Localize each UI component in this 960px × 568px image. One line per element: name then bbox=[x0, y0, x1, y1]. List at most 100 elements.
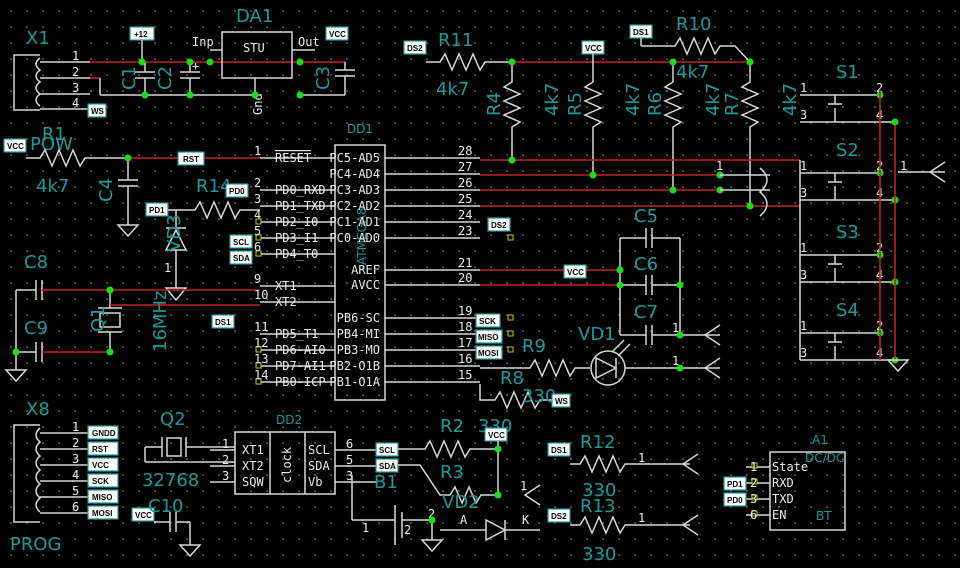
capacitor-c9[interactable] bbox=[16, 342, 110, 362]
resistor-r9[interactable] bbox=[480, 358, 590, 378]
resistor-r5[interactable] bbox=[583, 78, 603, 175]
svg-text:SCK: SCK bbox=[92, 477, 109, 486]
tag-scl[interactable]: SCL bbox=[229, 234, 253, 249]
tag-ds1[interactable]: DS1 bbox=[629, 24, 653, 39]
c10-label: C10 bbox=[148, 496, 183, 517]
tag-vcc[interactable]: VCC bbox=[484, 427, 508, 442]
diode-vd2[interactable] bbox=[440, 518, 540, 542]
vd2-label: VD2 bbox=[442, 492, 480, 513]
tag-sda[interactable]: SDA bbox=[229, 250, 253, 265]
tag-miso[interactable]: MISO bbox=[87, 489, 119, 504]
tag-ds2[interactable]: DS2 bbox=[487, 217, 511, 232]
r4-value: 4k7 bbox=[542, 83, 563, 116]
svg-text:PD1: PD1 bbox=[727, 480, 743, 489]
tag-ds1[interactable]: DS1 bbox=[211, 314, 235, 329]
dd2-body: clock bbox=[280, 446, 294, 483]
tag-ds1[interactable]: DS1 bbox=[547, 442, 571, 457]
capacitor-c8[interactable] bbox=[16, 280, 260, 300]
tag-ws[interactable]: WS bbox=[551, 393, 571, 408]
resistor-r6[interactable] bbox=[663, 62, 683, 190]
tag-gndd[interactable]: GNDD bbox=[87, 425, 119, 440]
regulator-da1[interactable]: DA1 STU Inp Out Gnd bbox=[192, 6, 320, 115]
resistor-r14[interactable] bbox=[168, 200, 260, 220]
r10-label: R10 bbox=[676, 14, 711, 35]
resistor-r7[interactable] bbox=[740, 62, 760, 206]
r8-label: R8 bbox=[500, 368, 524, 389]
tag-mosi[interactable]: MOSI bbox=[475, 345, 503, 360]
led-vd1[interactable] bbox=[590, 339, 720, 386]
resistor-r11[interactable] bbox=[426, 52, 512, 72]
tag-sck[interactable]: SCK bbox=[87, 473, 119, 488]
capacitor-c10[interactable] bbox=[154, 512, 202, 558]
resistor-r13[interactable] bbox=[570, 515, 690, 535]
dd1-pin-5-num: 5 bbox=[254, 224, 261, 238]
tag-sda[interactable]: SDA bbox=[375, 458, 399, 473]
dd2-pin-name: SQW bbox=[242, 475, 264, 489]
r13-label: R13 bbox=[580, 496, 615, 517]
capacitor-c5[interactable] bbox=[620, 228, 680, 248]
tag-ws[interactable]: WS bbox=[87, 103, 107, 118]
pin-num: 4 bbox=[72, 96, 79, 110]
q2-label: Q2 bbox=[160, 409, 186, 430]
tag-miso[interactable]: MISO bbox=[475, 329, 503, 344]
tag-pd0[interactable]: PD0 bbox=[225, 183, 249, 198]
tag-pd1[interactable]: PD1 bbox=[723, 476, 747, 491]
resistor-r1[interactable] bbox=[26, 148, 130, 168]
dd1-pin-21-name: AREF bbox=[351, 263, 380, 277]
resistor-r3[interactable] bbox=[398, 464, 498, 505]
dd2-label: DD2 bbox=[276, 413, 302, 427]
tag-pd1[interactable]: PD1 bbox=[145, 202, 169, 217]
da1-pin-gnd: Gnd bbox=[251, 93, 265, 115]
capacitor-c4[interactable] bbox=[116, 158, 140, 238]
tag-rst[interactable]: RST bbox=[87, 441, 119, 456]
tag-vcc[interactable]: VCC bbox=[581, 40, 605, 55]
crystal-q2[interactable] bbox=[144, 437, 235, 463]
tag-rst[interactable]: RST bbox=[177, 151, 205, 166]
pin-num: 4 bbox=[72, 468, 79, 482]
resistor-r10[interactable] bbox=[665, 36, 751, 63]
resistor-r4[interactable] bbox=[502, 62, 522, 160]
pin-marker bbox=[507, 314, 514, 321]
pin-num: 1 bbox=[672, 354, 679, 368]
tag-scl[interactable]: SCL bbox=[375, 442, 399, 457]
tag-vcc[interactable]: VCC bbox=[563, 264, 587, 279]
tag-vcc[interactable]: VCC bbox=[325, 26, 349, 41]
connector-x1[interactable]: X1 1 2 3 4 bbox=[13, 28, 90, 111]
pin-num: 2 bbox=[72, 65, 79, 79]
r13-value: 330 bbox=[582, 544, 616, 565]
tag-ds2[interactable]: DS2 bbox=[403, 40, 427, 55]
capacitor-c6[interactable] bbox=[620, 275, 680, 295]
dd1-pin-26-name: PC3-AD3 bbox=[329, 183, 380, 197]
tag-mosi[interactable]: MOSI bbox=[87, 505, 119, 520]
svg-text:DS1: DS1 bbox=[633, 28, 649, 37]
tag-ds2[interactable]: DS2 bbox=[547, 508, 571, 523]
tag-pd0[interactable]: PD0 bbox=[723, 492, 747, 507]
battery-b1[interactable] bbox=[351, 475, 444, 553]
resistor-r2[interactable] bbox=[398, 439, 498, 459]
resistor-r12[interactable] bbox=[570, 454, 690, 474]
capacitor-c3[interactable] bbox=[335, 62, 355, 95]
svg-text:MOSI: MOSI bbox=[92, 509, 112, 518]
capacitor-c7[interactable] bbox=[620, 325, 720, 345]
r7-value: 4k7 bbox=[780, 83, 801, 116]
c1-label: C1 bbox=[119, 66, 140, 90]
tag-vcc[interactable]: VCC bbox=[131, 507, 155, 522]
dd1-pin-6-name: PD4_T0 bbox=[275, 247, 318, 261]
resistor-r8[interactable] bbox=[479, 384, 560, 410]
tag-vcc[interactable]: VCC bbox=[3, 138, 27, 153]
tag-+12[interactable]: +12 bbox=[129, 26, 155, 41]
tag-vcc[interactable]: VCC bbox=[87, 457, 119, 472]
diode-vd3[interactable] bbox=[164, 210, 188, 302]
tag-sck[interactable]: SCK bbox=[475, 313, 501, 328]
